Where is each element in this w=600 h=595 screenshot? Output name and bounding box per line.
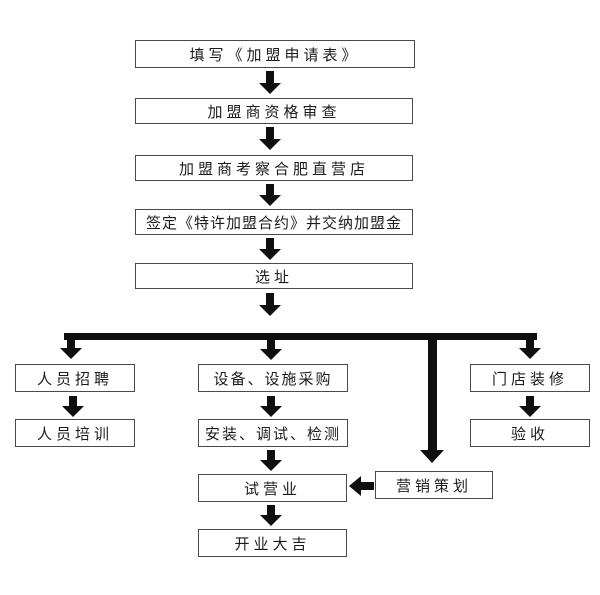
node-trial: 试营业 [198, 474, 347, 502]
node-recruit: 人员招聘 [15, 364, 135, 392]
node-site: 选址 [135, 263, 413, 289]
node-apply-label: 填写《加盟申请表》 [189, 45, 361, 64]
node-trial-label: 试营业 [243, 479, 301, 498]
node-install: 安装、调试、检测 [198, 419, 348, 447]
node-decoration: 门店装修 [470, 364, 590, 392]
node-equipment-label: 设备、设施采购 [213, 369, 333, 388]
arrow-down-icon [259, 293, 281, 316]
node-opening: 开业大吉 [198, 529, 347, 557]
node-contract: 签定《特许加盟合约》并交纳加盟金 [135, 209, 413, 235]
node-marketing-label: 营销策划 [395, 476, 472, 495]
arrow-left-marketing-to-trial-icon [349, 476, 374, 496]
node-acceptance-label: 验收 [510, 424, 549, 443]
node-qualification: 加盟商资格审查 [135, 98, 413, 124]
arrow-down-icon [260, 396, 282, 417]
node-training-label: 人员培训 [36, 424, 113, 443]
branch-arrow-right-column-icon [519, 334, 541, 359]
node-site-label: 选址 [254, 267, 293, 286]
node-decoration-label: 门店装修 [491, 369, 568, 388]
node-opening-label: 开业大吉 [234, 534, 311, 553]
branch-arrow-marketing-icon [420, 333, 444, 463]
arrow-down-icon [260, 505, 282, 526]
arrow-down-icon [519, 396, 541, 417]
node-qualification-label: 加盟商资格审查 [207, 102, 341, 121]
node-recruit-label: 人员招聘 [36, 369, 113, 388]
arrow-down-icon [259, 238, 281, 260]
node-apply: 填写《加盟申请表》 [135, 40, 415, 68]
branch-arrow-middle-column-icon [260, 334, 282, 360]
branch-connector-line [64, 333, 537, 340]
node-equipment: 设备、设施采购 [198, 364, 348, 392]
node-install-label: 安装、调试、检测 [204, 424, 341, 443]
arrow-down-icon [259, 184, 281, 206]
arrow-down-icon [260, 450, 282, 471]
node-acceptance: 验收 [470, 419, 590, 447]
arrow-down-icon [259, 71, 281, 94]
node-contract-label: 签定《特许加盟合约》并交纳加盟金 [145, 213, 402, 232]
node-training: 人员培训 [15, 419, 135, 447]
node-marketing: 营销策划 [375, 471, 493, 499]
arrow-down-icon [259, 127, 281, 150]
node-inspection: 加盟商考察合肥直营店 [135, 155, 413, 181]
arrow-down-icon [62, 396, 84, 417]
branch-arrow-left-column-icon [60, 334, 82, 359]
node-inspection-label: 加盟商考察合肥直营店 [178, 159, 369, 178]
